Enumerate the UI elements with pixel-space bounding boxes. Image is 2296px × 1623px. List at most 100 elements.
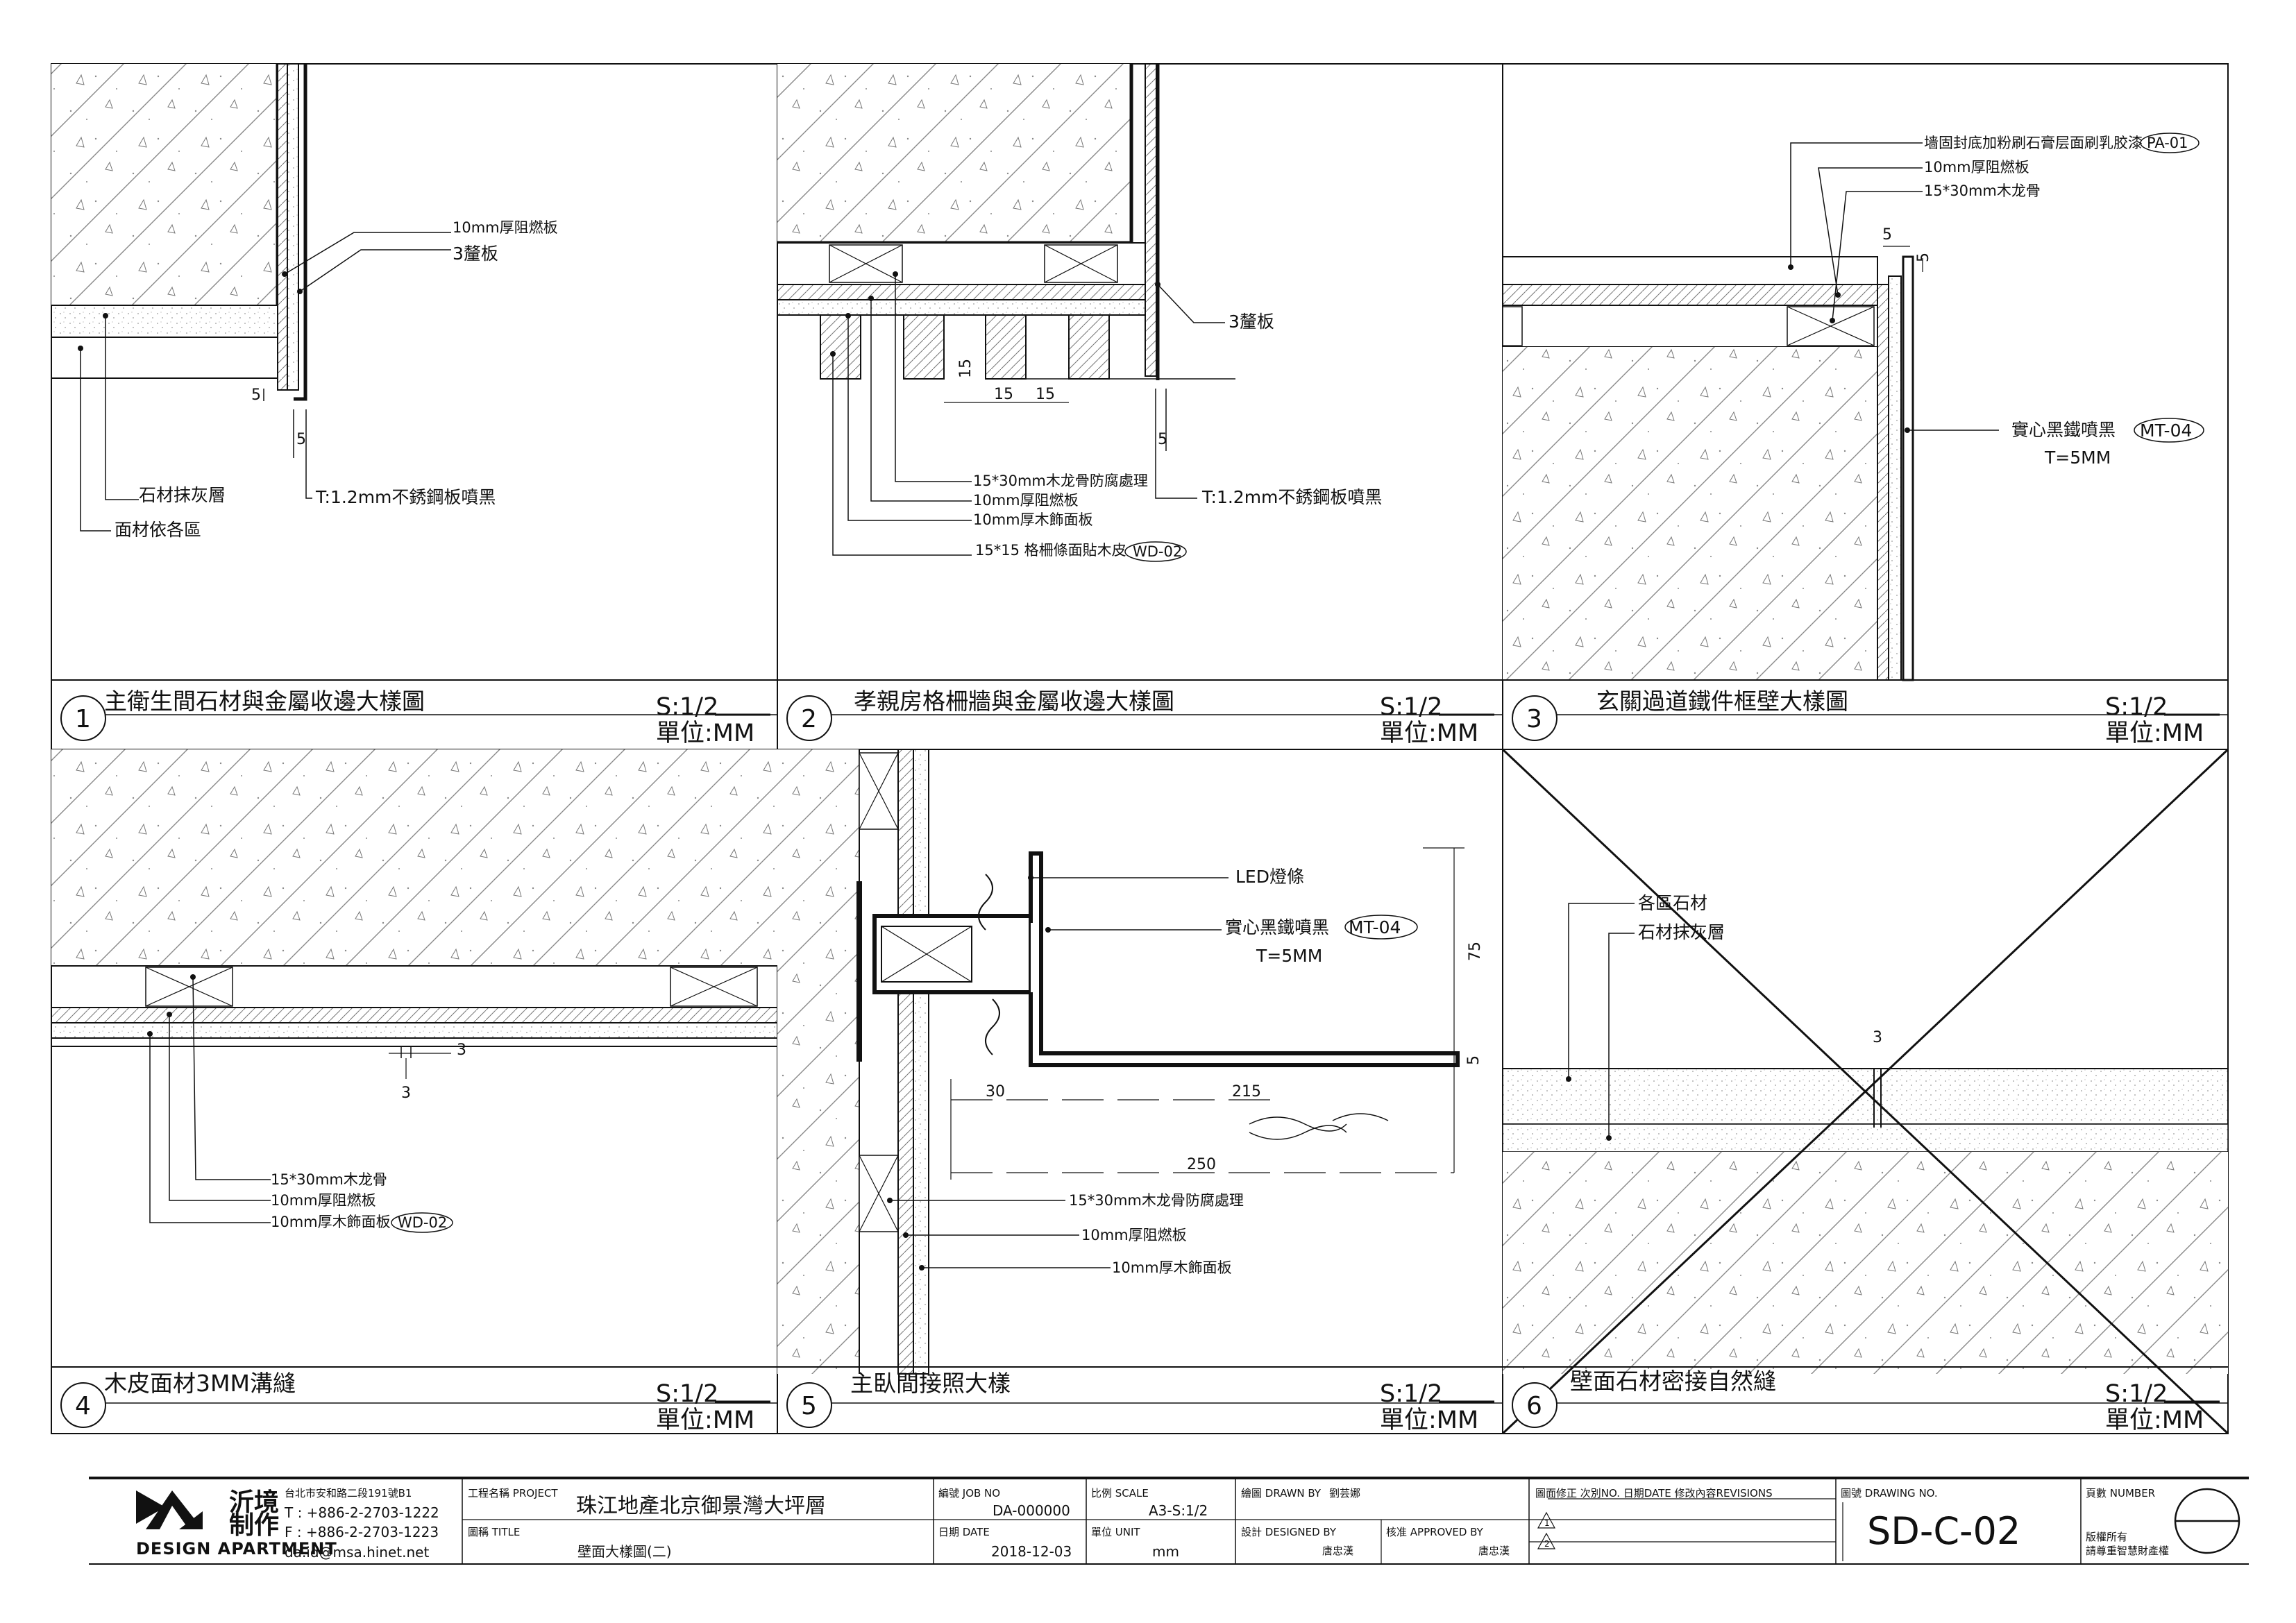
- detail-number-3: [1512, 695, 1558, 741]
- designed-by: 唐忠漢: [1322, 1545, 1353, 1557]
- detail-3-number: 3: [1526, 705, 1542, 733]
- detail-5-caption: 5 主臥間接照大樣 S:1/2 單位:MM: [777, 1366, 1503, 1434]
- detail-1-caption: 1 主衛生間石材與金屬收邊大樣圖 S:1/2 單位:MM: [51, 679, 777, 747]
- date: 2018-12-03: [991, 1543, 1072, 1560]
- scale: A3-S:1/2: [1149, 1502, 1208, 1519]
- detail-6-scale: S:1/2: [2105, 1380, 2168, 1408]
- detail-4-scale: S:1/2: [656, 1380, 718, 1408]
- page-label: 頁數 NUMBER: [2086, 1487, 2155, 1499]
- detail-4-number: 4: [75, 1392, 91, 1420]
- detail-5-drawing: [777, 749, 1464, 1375]
- scale-label: 比例 SCALE: [1091, 1487, 1149, 1499]
- detail-4-caption: 4 木皮面材3MM溝縫 S:1/2 單位:MM: [51, 1366, 777, 1434]
- approved-by: 唐忠漢: [1478, 1545, 1510, 1557]
- detail-2-annotations: 3釐板 15*30mm木龙骨防腐處理 10mm厚阻燃板 10mm厚木飾面板 15…: [957, 312, 1382, 560]
- revision-1-icon: [1537, 1511, 1556, 1529]
- dim-5-3: 250: [1187, 1156, 1216, 1173]
- note-5-2: 實心黑鐵噴黑: [1225, 917, 1329, 937]
- detail-6-caption: 6 壁面石材密接自然縫 S:1/2 單位:MM: [1503, 1366, 2228, 1434]
- detail-4-title: 木皮面材3MM溝縫: [104, 1370, 296, 1397]
- detail-5-number: 5: [801, 1392, 817, 1420]
- revision-2: 2: [1544, 1539, 1550, 1549]
- detail-5-scale: S:1/2: [1380, 1380, 1442, 1408]
- detail-number-6: [1512, 1382, 1558, 1428]
- project-name: 珠江地產北京御景灣大坪層: [576, 1494, 826, 1518]
- copyright-1: 版權所有: [2086, 1531, 2127, 1543]
- note-1-2: 3釐板: [453, 244, 498, 264]
- unit: mm: [1152, 1543, 1179, 1560]
- dim-5-5: 5: [1465, 1055, 1483, 1065]
- detail-5-unit: 單位:MM: [1380, 1407, 1478, 1434]
- company-tel: T : +886-2-2703-1222: [284, 1504, 439, 1521]
- revision-2-icon: [1537, 1532, 1556, 1549]
- detail-6-title: 壁面石材密接自然縫: [1570, 1368, 1776, 1395]
- logo-text: DESIGN APARTMENT: [136, 1539, 337, 1558]
- dim-3-2: 5: [1915, 253, 1932, 262]
- note-5-1: LED燈條: [1235, 867, 1304, 887]
- note-6-2: 石材抹灰層: [1638, 922, 1725, 942]
- company-fax: F : +886-2-2703-1223: [285, 1524, 439, 1540]
- detail-3-caption: 3 玄關過道鐵件框壁大樣圖 S:1/2 單位:MM: [1503, 679, 2228, 747]
- detail-3-scale: S:1/2: [2105, 693, 2168, 721]
- detail-number-1: [60, 695, 106, 741]
- dim-1-1: 5: [251, 386, 261, 404]
- approved-by-label: 核准 APPROVED BY: [1386, 1526, 1484, 1538]
- note-4-1: 15*30mm木龙骨: [271, 1171, 387, 1188]
- detail-6-number: 6: [1526, 1392, 1542, 1420]
- tag-5-mt: MT-04: [1349, 917, 1401, 937]
- drawn-by-label: 繪圖 DRAWN BY: [1241, 1487, 1322, 1499]
- detail-3-annotations: 墙固封底加粉刷石膏层面刷乳胶漆 PA-01 10mm厚阻燃板 15*30mm木龙…: [1882, 135, 2192, 468]
- title-block: 沂境 制作 DESIGN APARTMENT 台北市安和路二段191號B1 T …: [89, 1477, 2249, 1565]
- dim-2-2: 15: [994, 386, 1013, 403]
- dim-4-1: 3: [457, 1042, 466, 1059]
- dim-5-1: 30: [986, 1083, 1005, 1101]
- detail-6-drawing: [1501, 748, 2229, 1435]
- detail-number-2: [786, 695, 832, 741]
- title-label: 圖稱 TITLE: [468, 1526, 520, 1538]
- note-3-2: 10mm厚阻燃板: [1924, 159, 2029, 176]
- detail-5-title: 主臥間接照大樣: [850, 1370, 1011, 1397]
- job-no-label: 編號 JOB NO: [938, 1487, 1000, 1499]
- tag-3-mt: MT-04: [2140, 420, 2192, 441]
- dim-6-1: 3: [1873, 1029, 1882, 1046]
- note-3-1: 墙固封底加粉刷石膏层面刷乳胶漆: [1924, 135, 2143, 151]
- detail-3-title: 玄關過道鐵件框壁大樣圖: [1596, 688, 1848, 715]
- dim-2-1: 15: [957, 359, 974, 378]
- dim-4-2: 3: [401, 1085, 411, 1102]
- revisions-label: 圖面修正 次別NO. 日期DATE 修改內容REVISIONS: [1535, 1487, 1773, 1499]
- company-address: 台北市安和路二段191號B1: [285, 1487, 412, 1499]
- detail-6-unit: 單位:MM: [2105, 1407, 2204, 1434]
- note-2-5: 15*15 格柵條面貼木皮: [975, 542, 1126, 559]
- dim-2-4: 5: [1158, 431, 1167, 448]
- note-5-3: T=5MM: [1256, 946, 1322, 966]
- detail-2-unit: 單位:MM: [1380, 720, 1478, 747]
- detail-1-scale: S:1/2: [656, 693, 718, 721]
- detail-3-unit: 單位:MM: [2105, 720, 2204, 747]
- detail-4-annotations: 15*30mm木龙骨 10mm厚阻燃板 10mm厚木飾面板 WD-02 3 3: [271, 1042, 466, 1231]
- note-6-1: 各區石材: [1638, 893, 1707, 913]
- tag-4-wd: WD-02: [398, 1214, 447, 1231]
- detail-4-unit: 單位:MM: [656, 1407, 754, 1434]
- note-2-3: 10mm厚阻燃板: [973, 492, 1079, 509]
- detail-2-drawing: [777, 63, 1235, 562]
- note-1-4: 面材依各區: [115, 520, 201, 540]
- detail-3-drawing: [1502, 133, 2204, 681]
- note-2-4: 10mm厚木飾面板: [973, 511, 1093, 528]
- note-2-6: T:1.2mm不銹鋼板噴黑: [1201, 487, 1382, 507]
- detail-2-title: 孝親房格柵牆與金屬收邊大樣圖: [854, 688, 1174, 715]
- detail-6-annotations: 各區石材 石材抹灰層 3: [1638, 893, 1882, 1046]
- note-3-3: 15*30mm木龙骨: [1924, 182, 2041, 199]
- note-4-2: 10mm厚阻燃板: [271, 1192, 376, 1209]
- detail-1-drawing: [51, 63, 451, 532]
- logo-cn-1: 沂境: [229, 1488, 279, 1517]
- detail-2-caption: 2 孝親房格柵牆與金屬收邊大樣圖 S:1/2 單位:MM: [777, 679, 1503, 747]
- detail-number-4: [60, 1382, 106, 1428]
- copyright-2: 請尊重智慧財產權: [2086, 1545, 2169, 1557]
- company-email: da.id@msa.hinet.net: [285, 1544, 429, 1561]
- note-5-5: 10mm厚阻燃板: [1081, 1227, 1187, 1243]
- note-2-1: 3釐板: [1229, 312, 1274, 332]
- logo-mark: [136, 1490, 203, 1529]
- note-4-3: 10mm厚木飾面板: [271, 1214, 391, 1230]
- dim-5-2: 215: [1232, 1083, 1261, 1101]
